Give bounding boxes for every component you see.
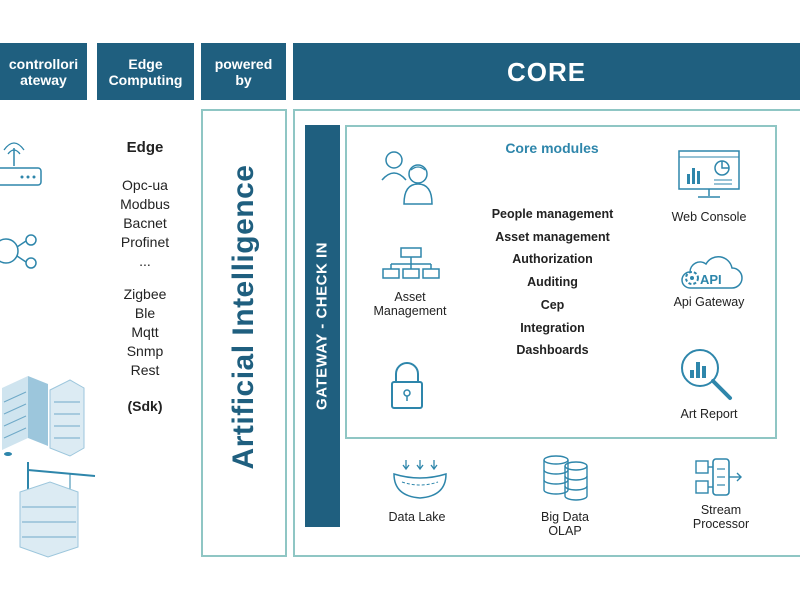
- api-badge: API: [700, 272, 722, 287]
- gateway-checkin-bar: [305, 125, 340, 527]
- protocol-ble: Ble: [134, 305, 156, 321]
- core-modules-frame: [345, 125, 777, 439]
- module-integration: Integration: [520, 320, 585, 335]
- big-data-label: Big Data OLAP: [510, 510, 620, 538]
- big-data-line2: OLAP: [548, 524, 582, 538]
- header-gateway-line2: ateway: [20, 71, 67, 88]
- module-auditing: Auditing: [527, 275, 578, 290]
- router-icon: [0, 142, 42, 186]
- module-cep: Cep: [540, 297, 565, 312]
- module-dashboards: Dashboards: [516, 343, 589, 358]
- edge-sdk: (Sdk): [127, 398, 163, 414]
- header-core: CORE: [293, 43, 800, 100]
- edge-title: Edge: [126, 139, 164, 156]
- gateway-checkin-label: GATEWAY - CHECK IN: [313, 242, 331, 410]
- header-edge-line2: Computing: [108, 71, 183, 88]
- web-console-label: Web Console: [671, 210, 747, 224]
- stream-processor-line1: Stream: [700, 503, 742, 517]
- big-data-line1: Big Data: [541, 510, 589, 524]
- protocol-modbus: Modbus: [120, 196, 170, 212]
- api-cloud-icon: API: [681, 256, 743, 289]
- art-report-label: Art Report: [680, 407, 738, 421]
- module-people-management: People management: [491, 207, 614, 221]
- protocol-profinet: Profinet: [120, 234, 170, 250]
- header-edge-line1: Edge: [128, 55, 163, 72]
- monitor-icon: [678, 150, 740, 198]
- asset-management-label: Asset Management: [355, 290, 465, 318]
- stream-processor-icon: [695, 458, 742, 496]
- core-modules-title: Core modules: [505, 140, 599, 156]
- header-powered-line2: by: [235, 71, 252, 88]
- asset-management-line1: Asset: [394, 290, 426, 304]
- protocol-mqtt: Mqtt: [131, 324, 159, 340]
- core-modules-list: People management Asset management Autho…: [470, 203, 635, 362]
- data-lake-label: Data Lake: [388, 510, 446, 524]
- asset-management-line2: Management: [373, 304, 447, 318]
- data-lake-icon: [393, 460, 447, 499]
- protocol-ellipsis: ...: [139, 253, 151, 269]
- lock-icon: [391, 362, 423, 409]
- stream-processor-line2: Processor: [692, 517, 750, 531]
- protocol-opcua: Opc-ua: [122, 177, 168, 193]
- edge-protocols: Edge Opc-ua Modbus Bacnet Profinet ... Z…: [98, 138, 192, 416]
- hub-icon: [0, 234, 37, 269]
- module-asset-management: Asset management: [495, 229, 610, 244]
- module-authorization: Authorization: [512, 252, 593, 267]
- api-gateway-label: Api Gateway: [673, 295, 745, 309]
- report-magnifier-icon: [681, 349, 732, 400]
- core-frame: [293, 109, 800, 557]
- protocol-zigbee: Zigbee: [123, 286, 167, 302]
- people-icon: [381, 151, 433, 205]
- org-chart-icon: [382, 247, 440, 279]
- ai-frame: [201, 109, 287, 557]
- protocol-snmp: Snmp: [126, 343, 164, 359]
- office-buildings-icon: [2, 376, 85, 457]
- header-powered-line1: powered: [214, 55, 273, 72]
- header-core-label: CORE: [506, 56, 587, 87]
- construction-site-icon: [19, 462, 96, 558]
- protocol-rest: Rest: [130, 362, 160, 378]
- database-icon: [543, 455, 588, 501]
- stream-processor-label: Stream Processor: [666, 503, 776, 531]
- protocol-bacnet: Bacnet: [123, 215, 167, 231]
- ai-label: Artificial Intelligence: [227, 164, 260, 470]
- header-gateway-line1: controllori: [8, 55, 79, 72]
